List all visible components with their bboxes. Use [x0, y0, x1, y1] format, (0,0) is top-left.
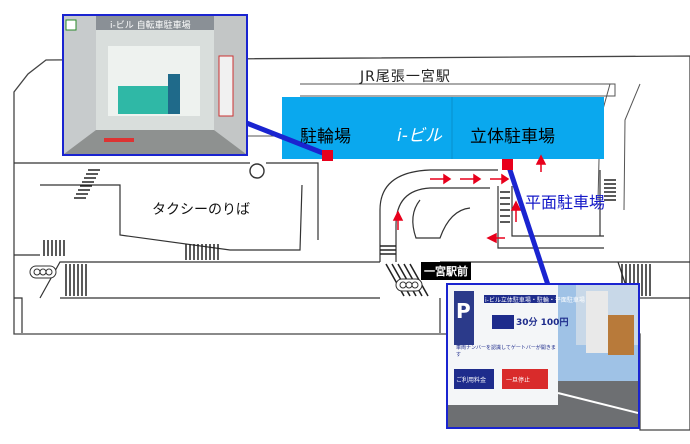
lot-sign-note: 車両ナンバーを認識してゲートバーが開きます: [456, 345, 556, 358]
multi-story-parking-label: 立体駐車場: [470, 127, 555, 147]
bike-parking-entrance-photo: i-ビル 自転車駐車場: [62, 14, 248, 156]
connector-line: [505, 163, 551, 286]
lot-sign-button-left: ご利用料金: [456, 377, 487, 384]
lot-sign-title: i-ビル立体駐車場・駐輪・平面駐車場: [485, 297, 585, 304]
station-building-outline: [300, 83, 616, 97]
lot-sign-button-right: 一旦停止: [506, 377, 531, 384]
traffic-signal-icon: [395, 278, 423, 292]
entrance-sign-text: i-ビル 自転車駐車場: [110, 21, 191, 31]
bus-stop-label: 一宮駅前: [421, 262, 471, 280]
parking-entrance-marker: [502, 159, 513, 170]
traffic-signal-icon: [29, 265, 57, 279]
road-edge: [623, 83, 641, 211]
parking-lot-sign-photo: P i-ビル立体駐車場・駐輪・平面駐車場 30分 100円 車両ナンバーを認識し…: [446, 283, 640, 429]
parking-p-icon: P: [456, 299, 471, 323]
traffic-arrows: [392, 154, 547, 244]
flat-parking-label: 平面駐車場: [525, 193, 606, 212]
roads: [14, 162, 690, 333]
i-building-block: [282, 97, 604, 159]
station-label: JR尾張一宮駅: [360, 69, 451, 85]
bike-parking-marker: [322, 150, 333, 161]
i-building-label: i-ビル: [397, 126, 442, 146]
bike-parking-label: 駐輪場: [300, 127, 351, 147]
lot-sign-price: 30分 100円: [516, 318, 569, 328]
connector-line: [243, 119, 329, 158]
map-outline: [13, 55, 690, 431]
roundabout-marker: [249, 163, 265, 179]
taxi-stand-label: タクシーのりば: [152, 202, 250, 218]
